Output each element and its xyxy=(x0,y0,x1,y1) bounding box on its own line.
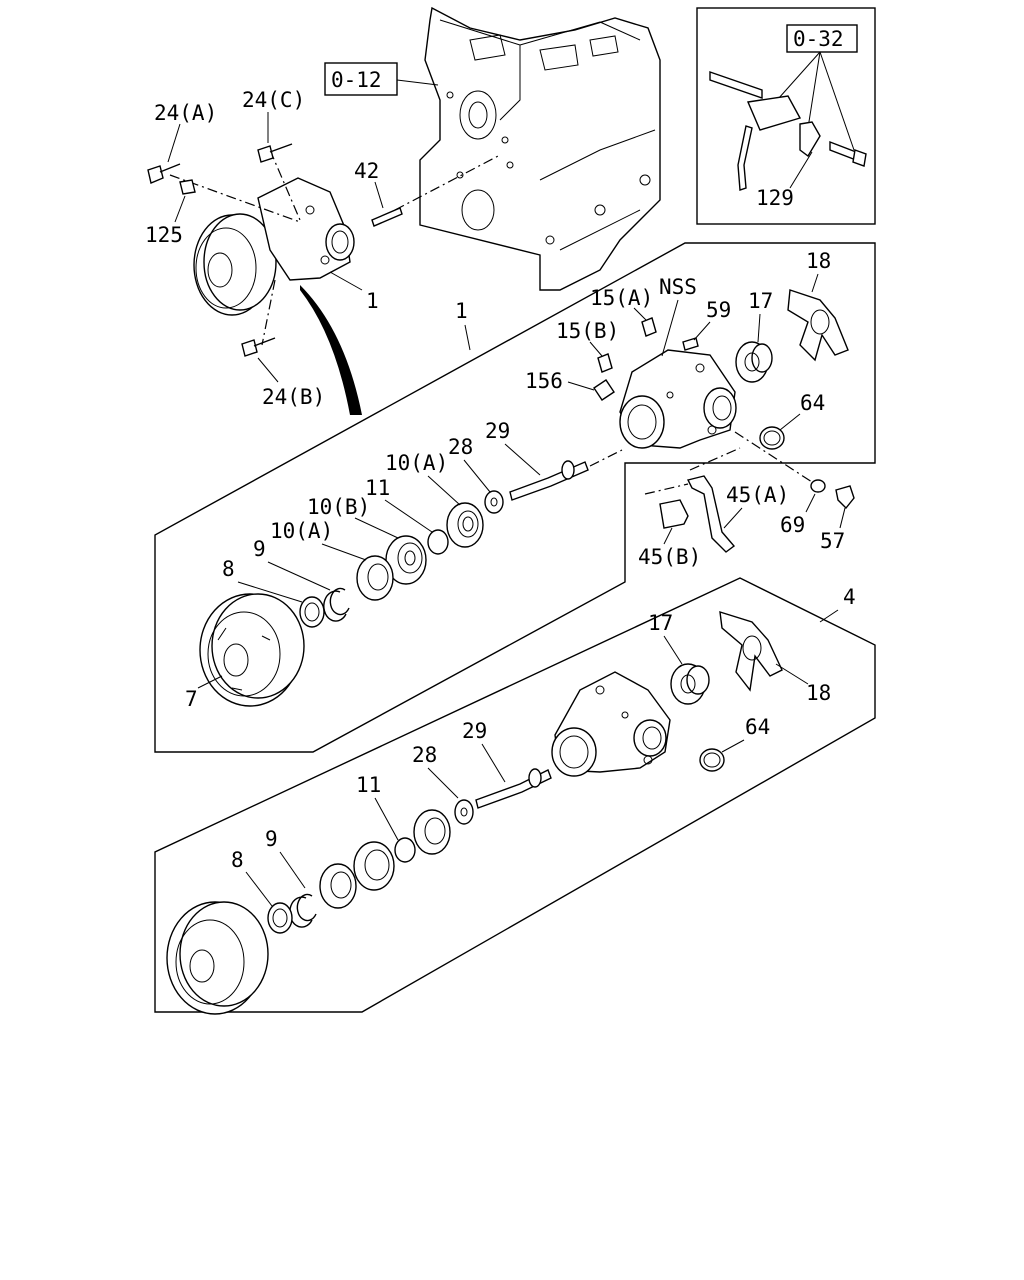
callout-45b: 45(B) xyxy=(638,545,701,569)
callout-11-upper: 11 xyxy=(365,476,390,500)
callout-24b: 24(B) xyxy=(262,385,325,409)
callout-10b: 10(B) xyxy=(307,495,370,519)
callout-15a: 15(A) xyxy=(590,286,653,310)
callout-64-lower: 64 xyxy=(745,715,770,739)
callout-24a: 24(A) xyxy=(154,101,217,125)
assembled-water-pump xyxy=(169,149,501,415)
callout-8-upper: 8 xyxy=(222,557,235,581)
top-fasteners xyxy=(147,143,403,357)
callout-9-lower: 9 xyxy=(265,827,278,851)
callout-18-upper: 18 xyxy=(806,249,831,273)
callout-64-upper: 64 xyxy=(800,391,825,415)
callout-69: 69 xyxy=(780,513,805,537)
engine-block xyxy=(419,6,661,291)
callout-57: 57 xyxy=(820,529,845,553)
callout-11-lower: 11 xyxy=(356,773,381,797)
pipe-inset: 0-32 129 xyxy=(696,7,876,225)
callout-8-lower: 8 xyxy=(231,848,244,872)
callout-129: 129 xyxy=(756,186,794,210)
engine-reference-box: 0-12 xyxy=(324,62,439,96)
callout-4: 4 xyxy=(843,585,856,609)
callout-15b: 15(B) xyxy=(556,319,619,343)
engine-reference-label: 0-12 xyxy=(331,68,382,92)
callout-18-lower: 18 xyxy=(806,681,831,705)
callout-24c: 24(C) xyxy=(242,88,305,112)
callout-7: 7 xyxy=(185,687,198,711)
bypass-pipe-parts: 45(A) 45(B) 69 57 xyxy=(638,431,855,569)
callout-29-upper: 29 xyxy=(485,419,510,443)
callout-125: 125 xyxy=(145,223,183,247)
callout-10a-lower: 10(A) xyxy=(270,519,333,543)
callout-28-upper: 28 xyxy=(448,435,473,459)
callout-156: 156 xyxy=(525,369,563,393)
callout-17-upper: 17 xyxy=(748,289,773,313)
callout-nss: NSS xyxy=(659,275,697,299)
callout-29-lower: 29 xyxy=(462,719,487,743)
callout-45a: 45(A) xyxy=(726,483,789,507)
callout-59: 59 xyxy=(706,298,731,322)
callout-1-kit: 1 xyxy=(455,299,468,323)
callout-1-top: 1 xyxy=(366,289,379,313)
callout-17-lower: 17 xyxy=(648,611,673,635)
pipe-reference-label: 0-32 xyxy=(793,27,844,51)
lower-assy-panel: 4 xyxy=(154,577,876,1015)
callout-42: 42 xyxy=(354,159,379,183)
callout-10a-upper: 10(A) xyxy=(385,451,448,475)
callout-28-lower: 28 xyxy=(412,743,437,767)
upper-kit-panel: 1 xyxy=(154,242,876,753)
callout-9-upper: 9 xyxy=(253,537,266,561)
